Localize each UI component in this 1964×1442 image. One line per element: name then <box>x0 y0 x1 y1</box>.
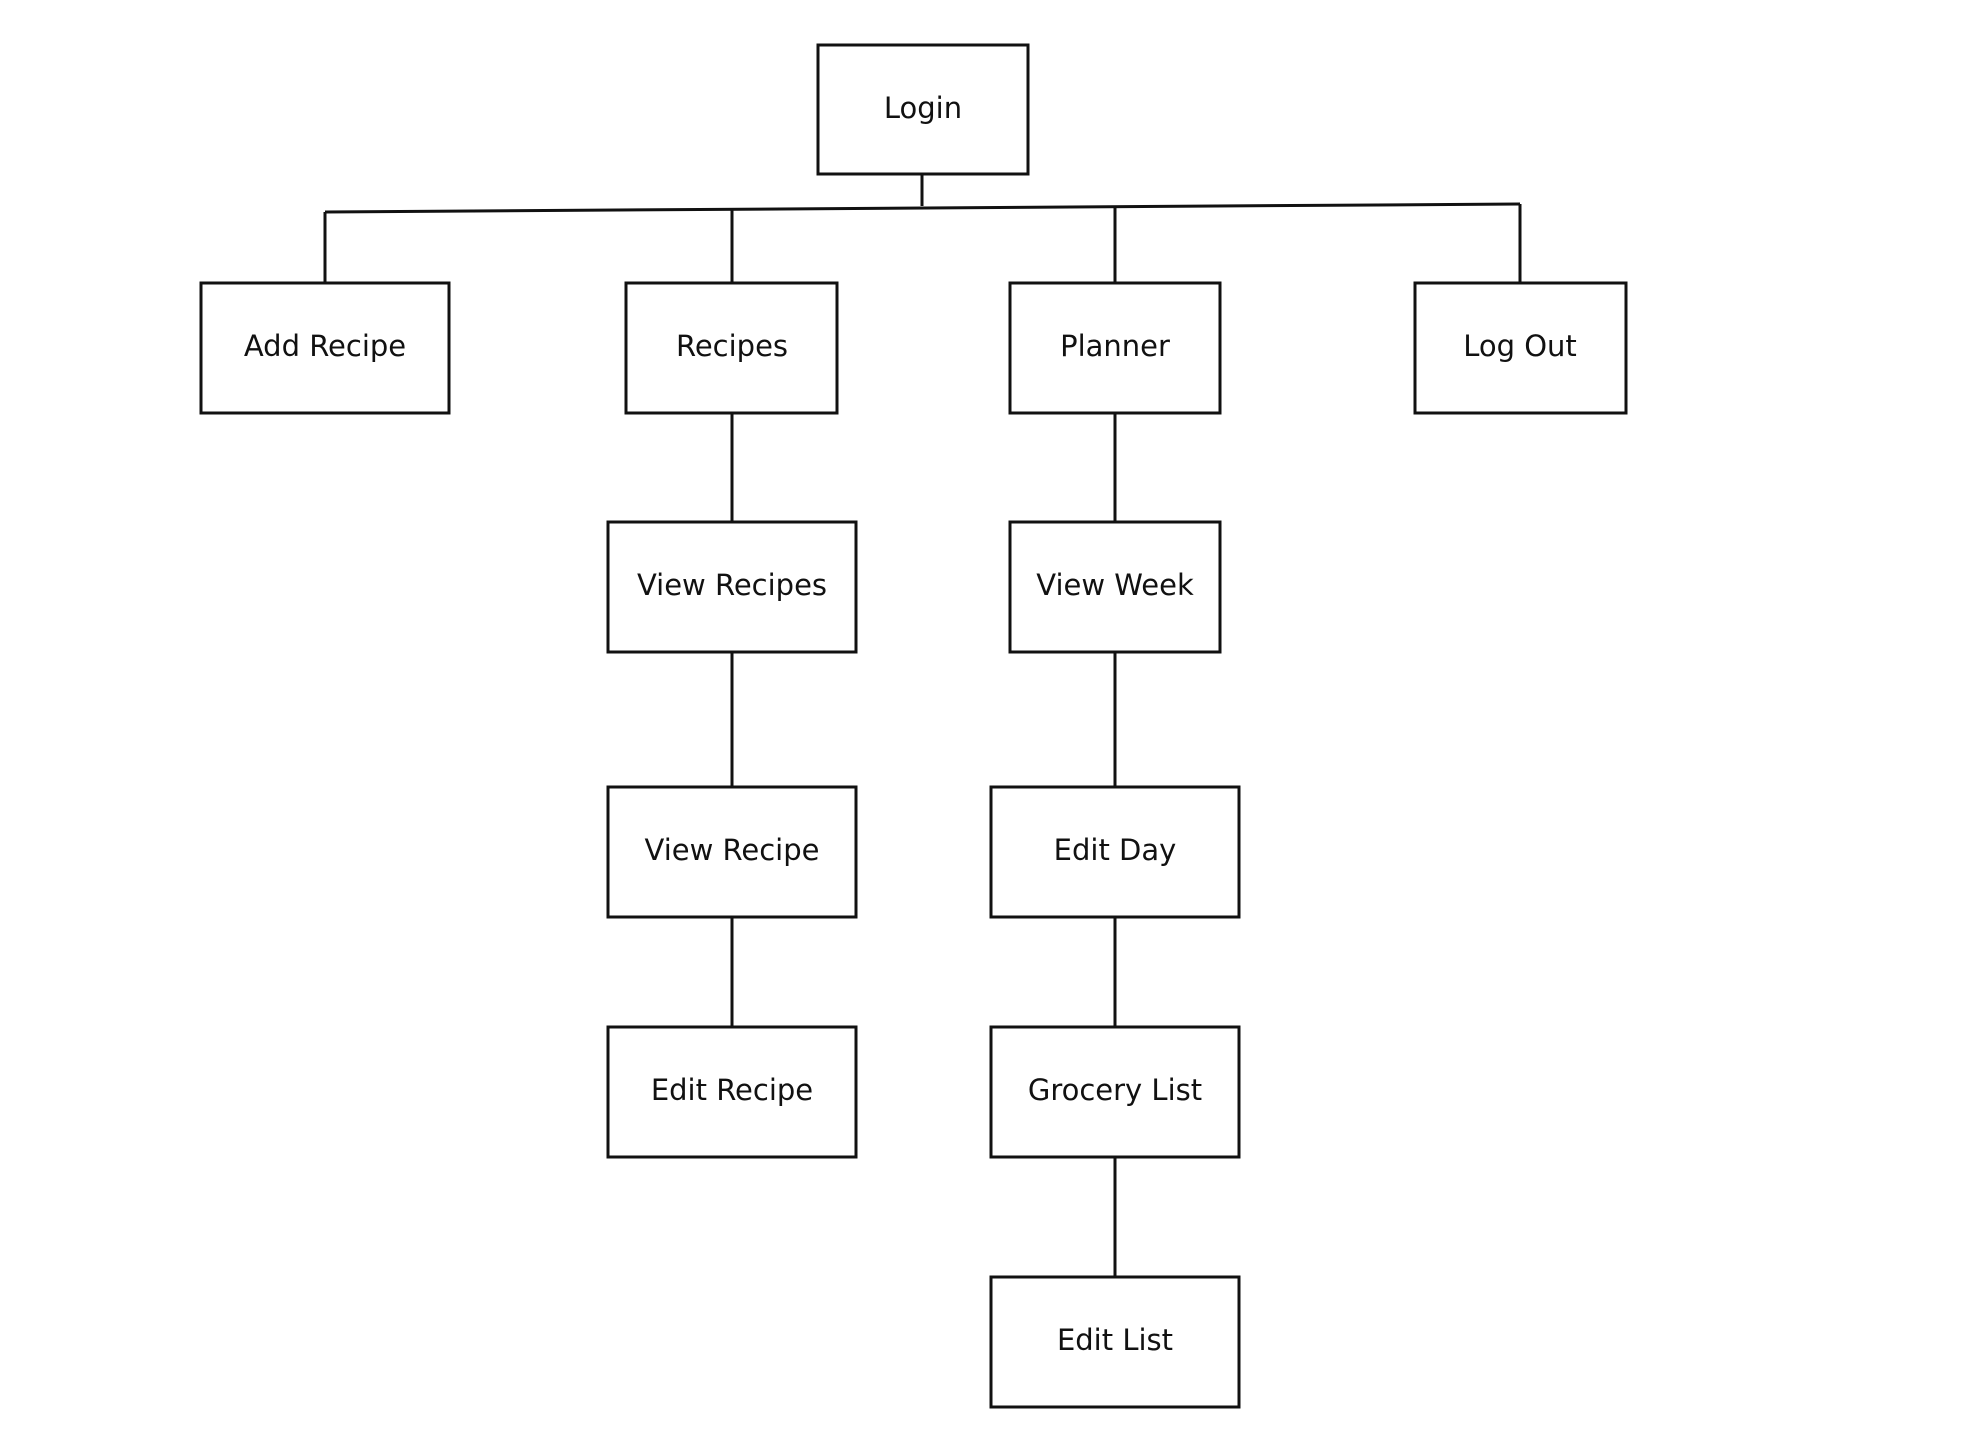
node-label-recipes: Recipes <box>676 329 788 363</box>
node-label-edit-list: Edit List <box>1057 1323 1173 1357</box>
node-view-recipes: View Recipes <box>606 520 858 654</box>
node-label-view-week: View Week <box>1036 568 1194 602</box>
node-edit-list: Edit List <box>989 1275 1241 1409</box>
node-label-grocery-list: Grocery List <box>1028 1073 1202 1107</box>
connectors <box>323 174 1522 1277</box>
connector-top-bus <box>324 202 1521 214</box>
node-label-planner: Planner <box>1060 329 1170 363</box>
node-view-recipe: View Recipe <box>606 785 858 919</box>
node-label-login: Login <box>884 91 962 125</box>
node-view-week: View Week <box>1008 520 1222 654</box>
node-label-view-recipe: View Recipe <box>645 833 820 867</box>
node-label-view-recipes: View Recipes <box>637 568 827 602</box>
node-label-add-recipe: Add Recipe <box>244 329 406 363</box>
node-login: Login <box>816 43 1030 176</box>
node-edit-day: Edit Day <box>989 785 1241 919</box>
node-label-edit-recipe: Edit Recipe <box>651 1073 813 1107</box>
node-grocery-list: Grocery List <box>989 1025 1241 1159</box>
node-recipes: Recipes <box>624 281 839 415</box>
node-label-edit-day: Edit Day <box>1054 833 1177 867</box>
node-add-recipe: Add Recipe <box>199 281 451 415</box>
node-label-log-out: Log Out <box>1463 329 1577 363</box>
node-log-out: Log Out <box>1413 281 1628 415</box>
node-planner: Planner <box>1008 281 1222 415</box>
node-edit-recipe: Edit Recipe <box>606 1025 858 1159</box>
